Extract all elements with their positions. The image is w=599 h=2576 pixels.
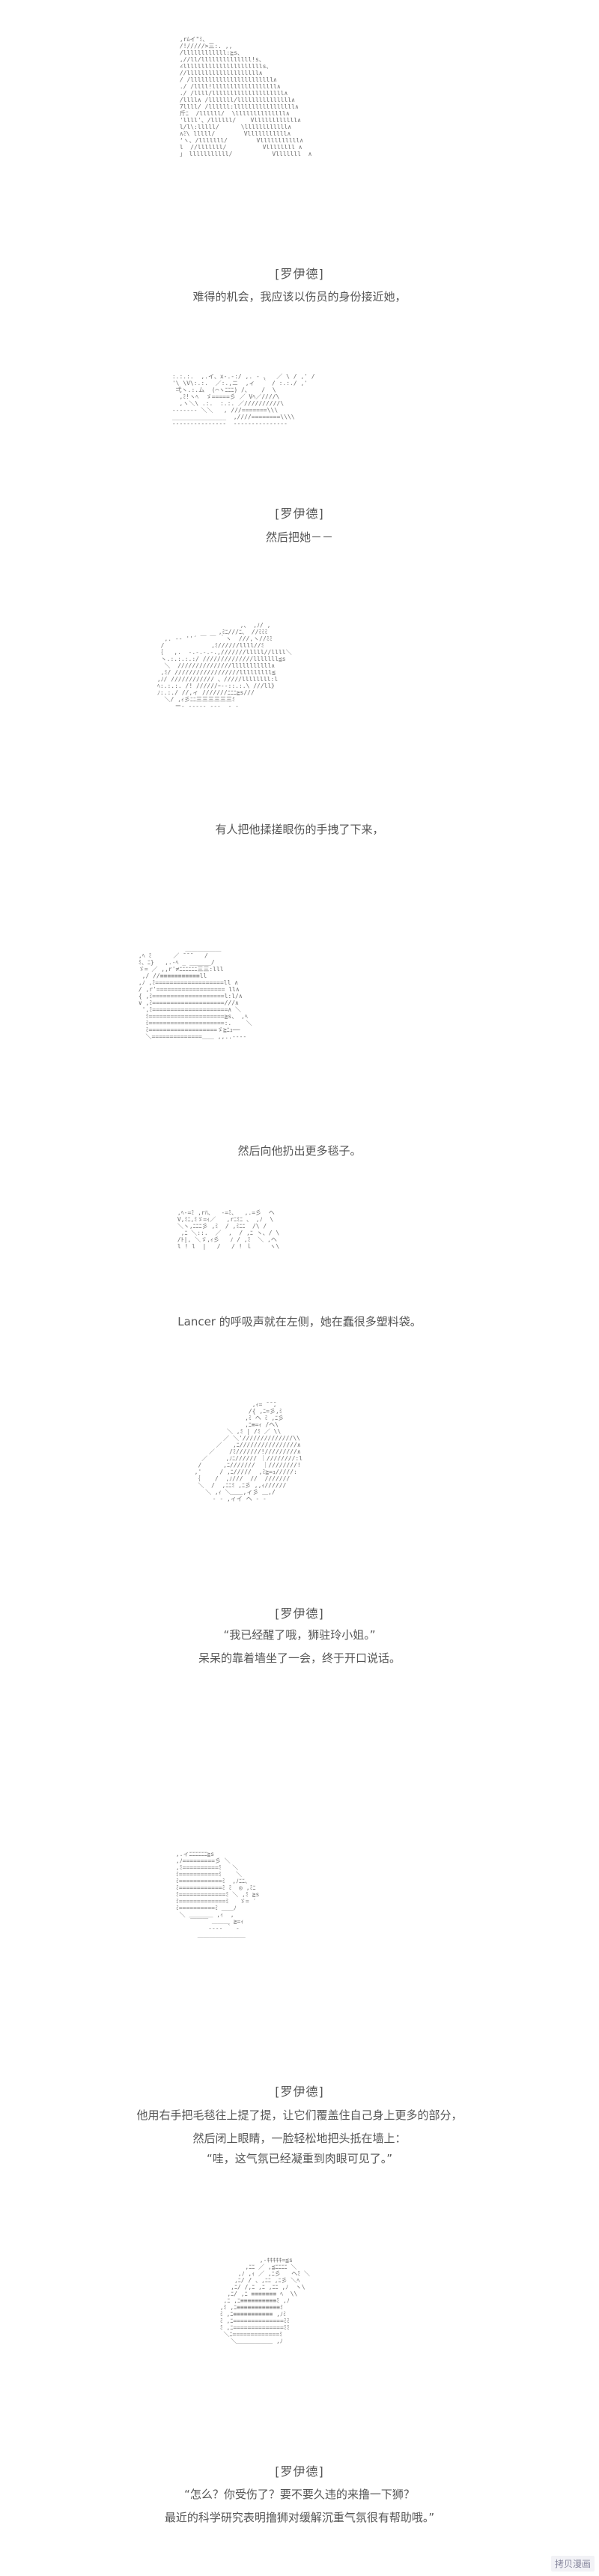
speaker-label: [罗伊德] xyxy=(275,2464,324,2479)
ascii-art-7: ,.ィﾆﾆﾆﾆﾆﾆ≧s ,ﾉ=========彡 ＼ ,ﾐ==========ﾐ… xyxy=(175,1851,260,1938)
panel-2: :.:.:. ,.イ、x-.-:/ ,. - 、 ／ \ / ,' / '\ \… xyxy=(0,360,599,569)
narration-line: 然后把她－－ xyxy=(265,530,333,544)
narration-line: 然后闭上眼睛，一脸轻松地把头抵在墙上： xyxy=(192,2132,407,2145)
panel-7: ,.ィﾆﾆﾆﾆﾆﾆ≧s ,ﾉ=========彡 ＼ ,ﾐ==========ﾐ… xyxy=(0,1723,599,2218)
panel-3: ,、 ,ﾉ/ , ,ﾐﾆ///ﾆ、 //ﾐﾐﾐ ,. -‐ ''´ ￣ ￣ ｀ヽ… xyxy=(0,592,599,892)
narration-line: 有人把他揉搓眼伤的手拽了下来， xyxy=(215,823,384,836)
watermark: 拷贝漫画 xyxy=(550,2556,595,2572)
panel-4: ＿＿＿＿＿＿ ,ﾍ ﾐ ／ ̄ ̄ ̄ / ﾐ、ﾆ} ,.-ﾍ _ ______… xyxy=(0,892,599,1206)
speaker-label: [罗伊德] xyxy=(275,507,324,521)
dialogue-line: 最近的科学研究表明撸狮对缓解沉重气氛很有帮助哦。” xyxy=(164,2511,435,2524)
narration-line: 他用右手把毛毯往上提了提，让它们覆盖住自己身上更多的部分， xyxy=(136,2108,463,2122)
speaker-label: [罗伊德] xyxy=(275,2084,324,2099)
panel-8: ,-ｷｷｷｷｷ=≦s ,ﾆﾆ ／ ,≦ﾆﾆﾆﾆ ＼ ,ﾉ ,ｨ ／ ,ﾆ彡 ヘﾐ… xyxy=(0,2218,599,2576)
ascii-art-8: ,-ｷｷｷｷｷ=≦s ,ﾆﾆ ／ ,≦ﾆﾆﾆﾆ ＼ ,ﾉ ,ｨ ／ ,ﾆ彡 ヘﾐ… xyxy=(219,2257,310,2344)
panel-1: ,rﾑイ"ﾐ、 /!/////>三:. ,, /llllllllllll:≧s、… xyxy=(0,0,599,375)
ascii-art-5: ,ﾍ‐=ﾐ ,rﾊ、 ‐=ﾐ、 ,.=彡 ヘ V,ﾐﾆ,ﾐゞ=ｨ／ ,rﾆﾐﾆ … xyxy=(177,1209,280,1250)
narration-line: 难得的机会，我应该以伤员的身份接近她， xyxy=(192,290,407,303)
ascii-art-2: :.:.:. ,.イ、x-.-:/ ,. - 、 ／ \ / ,' / '\ \… xyxy=(171,373,315,427)
ascii-art-1: ,rﾑイ"ﾐ、 /!/////>三:. ,, /llllllllllll:≧s、… xyxy=(179,36,312,157)
dialogue-line: “我已经醒了哦，狮驻玲小姐。” xyxy=(223,1628,376,1642)
speaker-label: [罗伊德] xyxy=(275,267,324,281)
ascii-art-4: ＿＿＿＿＿＿ ,ﾍ ﾐ ／ ̄ ̄ ̄ / ﾐ、ﾆ} ,.-ﾍ _ ______… xyxy=(138,946,252,1040)
dialogue-line: “哇，这气氛已经凝重到肉眼可见了。” xyxy=(206,2152,393,2165)
narration-line: 呆呆的靠着墙坐了一会，终于开口说话。 xyxy=(198,1651,401,1665)
dialogue-line: “怎么？你受伤了？要不要久违的来撸一下狮？ xyxy=(184,2488,415,2501)
narration-line: Lancer 的呼吸声就在左侧，她在蠢很多塑料袋。 xyxy=(177,1315,422,1328)
panel-5: ,ﾍ‐=ﾐ ,rﾊ、 ‐=ﾐ、 ,.=彡 ヘ V,ﾐﾆ,ﾐゞ=ｨ／ ,rﾆﾐﾆ … xyxy=(0,1199,599,1371)
panel-6: ,ｨ= ̄ ̄ ̄, /{ ,ﾆ=彡,ﾐ ,ﾐ ヘ ﾐ ,ﾆ彡 ,ﾆ≡=ｨ /ヘ… xyxy=(0,1371,599,1723)
ascii-art-6: ,ｨ= ̄ ̄ ̄, /{ ,ﾆ=彡,ﾐ ,ﾐ ヘ ﾐ ,ﾆ彡 ,ﾆ≡=ｨ /ヘ… xyxy=(194,1401,303,1502)
narration-line: 然后向他扔出更多毯子。 xyxy=(237,1144,362,1158)
ascii-art-3: ,、 ,ﾉ/ , ,ﾐﾆ///ﾆ、 //ﾐﾐﾐ ,. -‐ ''´ ￣ ￣ ｀ヽ… xyxy=(156,622,292,710)
speaker-label: [罗伊德] xyxy=(275,1606,324,1621)
